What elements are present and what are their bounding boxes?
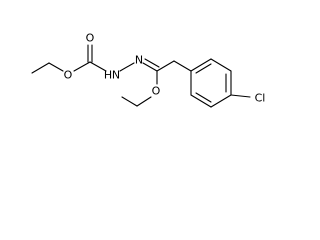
bond-carbonyl-carbon-nh xyxy=(89,61,107,72)
bond-ring-inner-3 xyxy=(195,92,212,103)
bond-ring-inner-1 xyxy=(195,63,212,74)
bond-ring-1 xyxy=(190,58,212,72)
bond-ring-2 xyxy=(210,58,232,72)
bond-n-imidate-carbon-b xyxy=(144,58,160,68)
hydrazide-nh-label-n: N xyxy=(112,69,120,82)
ester-oxygen-bottom-label: O xyxy=(152,85,161,98)
bond-ethyl-ch2-o-top xyxy=(48,62,64,72)
carbonyl-oxygen-label: O xyxy=(86,32,95,45)
bond-ring-5 xyxy=(190,94,212,108)
bond-nh-n xyxy=(119,62,135,72)
bond-ethyl-ch3-ch2-top xyxy=(31,62,50,74)
imine-nitrogen-label: N xyxy=(135,54,143,67)
bond-aryl-cl xyxy=(230,94,251,98)
bond-ring-4 xyxy=(210,94,232,108)
bond-o-ethyl-ch2-bottom xyxy=(136,96,152,107)
bond-imidate-carbon-ch2 xyxy=(156,60,175,72)
hydrazide-nh-label-h: H xyxy=(104,69,112,82)
chemical-structure-diagram: O O N H N O Cl xyxy=(31,32,266,108)
bond-ch2-aryl xyxy=(173,60,192,72)
bond-o-carbonyl-carbon xyxy=(73,61,91,72)
ester-oxygen-top-label: O xyxy=(64,69,73,82)
bond-ethyl-ch2-ch3-bottom xyxy=(121,96,138,107)
chlorine-label: Cl xyxy=(255,92,266,105)
bond-n-imidate-carbon-a xyxy=(142,62,158,72)
